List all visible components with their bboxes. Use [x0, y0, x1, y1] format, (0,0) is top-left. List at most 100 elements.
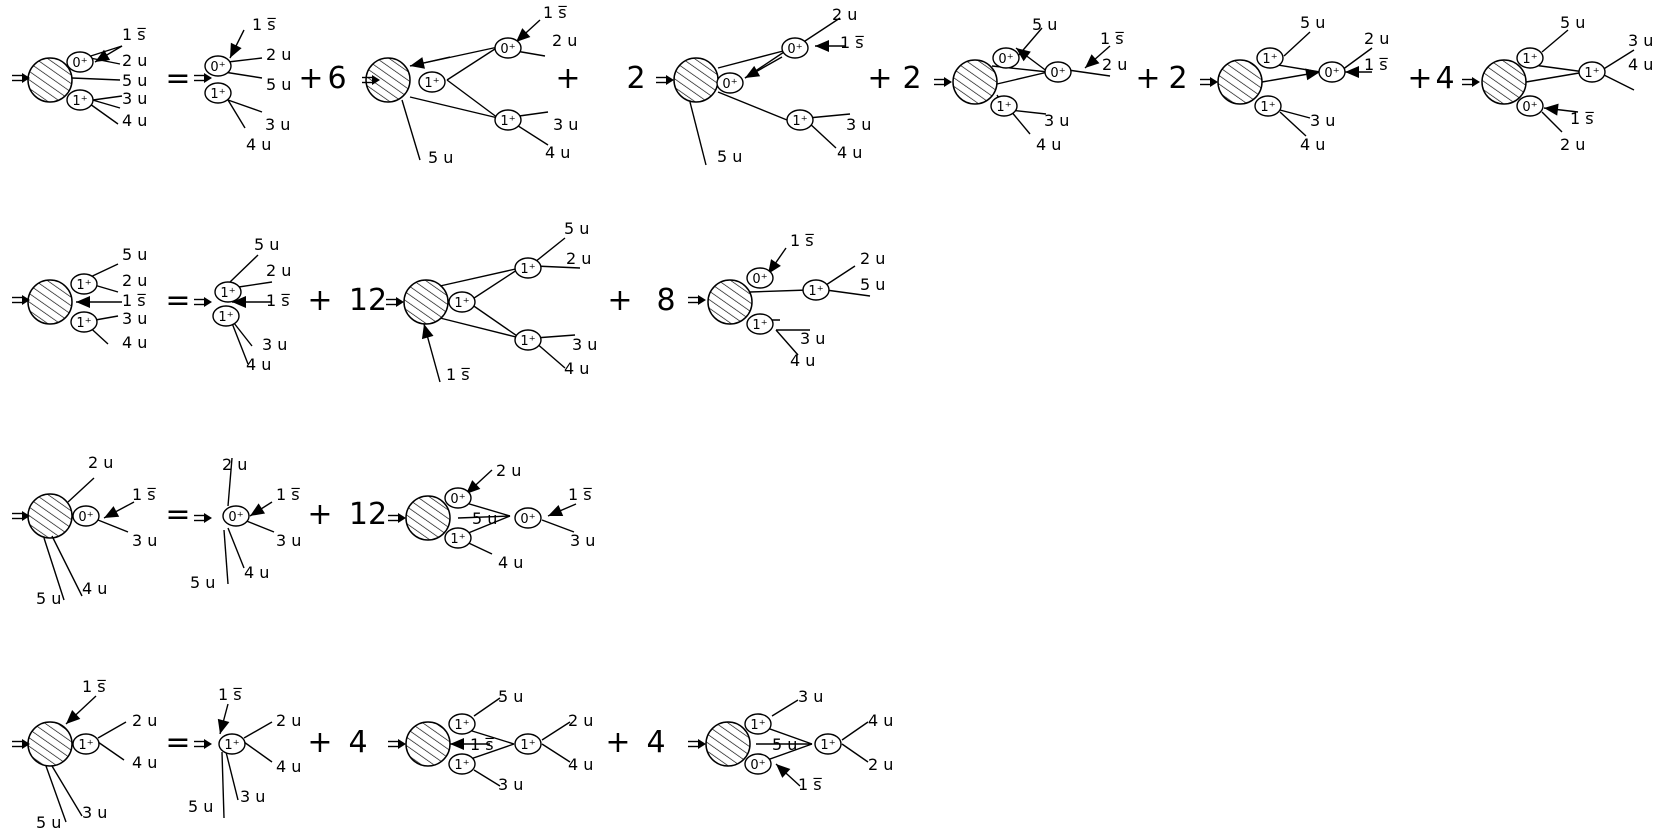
eq1-plus-1: +	[298, 61, 323, 96]
axial-diquark-ellipse	[218, 733, 246, 755]
quark-label: 1 s̅	[1570, 109, 1595, 128]
axial-diquark-label: 1⁺	[224, 738, 239, 753]
quark-line	[801, 17, 841, 44]
quark-arrowhead	[95, 49, 111, 62]
quark-line	[227, 57, 263, 63]
quark-label: 2 u	[1102, 55, 1127, 74]
quark-label: 1 s̅	[1100, 29, 1125, 48]
scalar-diquark-ellipse	[66, 51, 94, 73]
incoming-arrowhead	[698, 739, 706, 749]
axial-diquark-ellipse	[494, 109, 522, 131]
axial-diquark-ellipse	[70, 311, 98, 333]
hatched-blob	[27, 279, 73, 325]
incoming-arrowhead	[204, 297, 212, 307]
scalar-diquark-ellipse	[781, 37, 809, 59]
quark-arrowhead	[1085, 54, 1100, 68]
axial-diquark-ellipse	[514, 733, 542, 755]
axial-diquark-label: 1⁺	[72, 94, 87, 109]
quark-label: 1 s̅	[122, 291, 147, 310]
quark-label: 3 u	[265, 115, 290, 134]
eq3-equals: =	[165, 497, 190, 532]
axial-diquark-ellipse	[744, 713, 772, 735]
quark-label: 3 u	[800, 329, 825, 348]
quark-label: 2 u	[552, 31, 577, 50]
hatched-blob	[705, 721, 751, 767]
quark-label: 3 u	[122, 309, 147, 328]
scalar-diquark-ellipse	[444, 487, 472, 509]
quark-label: 1 s̅	[470, 735, 495, 754]
quark-label: 3 u	[1310, 111, 1335, 130]
quark-label: 2 u	[1364, 29, 1389, 48]
hatched-blob	[405, 495, 451, 541]
quark-label: 5 u	[190, 573, 215, 592]
axial-diquark-label: 1⁺	[78, 738, 93, 753]
quark-line	[243, 519, 275, 533]
quark-line	[51, 535, 83, 597]
axial-diquark-ellipse	[212, 305, 240, 327]
quark-arrowhead	[421, 324, 434, 340]
quark-arrowhead	[1544, 103, 1559, 116]
incoming-arrowhead	[396, 297, 404, 307]
quark-line	[467, 267, 521, 303]
quark-line	[225, 751, 239, 801]
axial-diquark-label: 1⁺	[752, 318, 767, 333]
quark-arrowhead	[466, 480, 481, 494]
quark-arrowhead	[450, 738, 464, 750]
quark-line	[1279, 111, 1307, 137]
quark-label: 3 u	[1628, 31, 1653, 50]
quark-arrowhead	[250, 503, 266, 516]
quark-label: 5 u	[1032, 15, 1057, 34]
eq4-coef-4-a: 4	[348, 725, 367, 760]
axial-diquark-ellipse	[1578, 61, 1606, 83]
eq2-equals: =	[165, 283, 190, 318]
scalar-diquark-label: 0⁺	[722, 77, 737, 92]
quark-label: 3 u	[572, 335, 597, 354]
eq4-coef-4-b: 4	[646, 725, 665, 760]
scalar-diquark-ellipse	[992, 47, 1020, 69]
quark-arrowhead	[217, 718, 230, 734]
quark-line	[534, 341, 566, 369]
axial-diquark-label: 1⁺	[996, 100, 1011, 115]
quark-label: 5 u	[254, 235, 279, 254]
scalar-diquark-ellipse	[222, 505, 250, 527]
quark-label: 3 u	[240, 787, 265, 806]
quark-label: 1 s̅	[122, 25, 147, 44]
scalar-diquark-ellipse	[716, 72, 744, 94]
quark-label: 1 s̅	[840, 33, 865, 52]
quark-line	[1009, 109, 1031, 135]
quark-line	[1525, 71, 1586, 83]
incoming-arrowhead	[22, 511, 30, 521]
quark-line	[227, 99, 263, 113]
eq2-plus-1: +	[307, 283, 332, 318]
eq4-plus-1: +	[307, 725, 332, 760]
quark-line	[775, 329, 799, 356]
quark-line	[439, 267, 521, 287]
quark-arrowhead	[745, 65, 761, 78]
incoming-arrowhead	[398, 513, 406, 523]
incoming-arrowhead	[1472, 77, 1480, 87]
quark-label: 2 u	[868, 755, 893, 774]
axial-diquark-label: 1⁺	[76, 316, 91, 331]
scalar-diquark-label: 0⁺	[228, 510, 243, 525]
scalar-diquark-label: 0⁺	[72, 56, 87, 71]
eq3-coef-12: 12	[349, 497, 387, 532]
quark-label: 4 u	[868, 711, 893, 730]
eq1-coef-6: 6	[327, 61, 346, 96]
quark-arrowhead	[516, 28, 531, 42]
scalar-diquark-label: 0⁺	[520, 512, 535, 527]
quark-label: 5 u	[266, 75, 291, 94]
quark-label: 1 s̅	[568, 485, 593, 504]
incoming-arrowhead	[944, 77, 952, 87]
quark-arrowhead	[815, 40, 829, 52]
quark-line	[97, 519, 129, 533]
quark-line	[89, 57, 121, 65]
eq1-coef-4: 4	[1435, 61, 1454, 96]
quark-line	[1341, 47, 1373, 71]
quark-label: 2 u	[132, 711, 157, 730]
axial-diquark-label: 1⁺	[520, 334, 535, 349]
quark-line	[1541, 111, 1563, 133]
quark-label: 5 u	[188, 797, 213, 816]
quark-arrowhead	[410, 57, 425, 69]
axial-diquark-ellipse	[514, 257, 542, 279]
